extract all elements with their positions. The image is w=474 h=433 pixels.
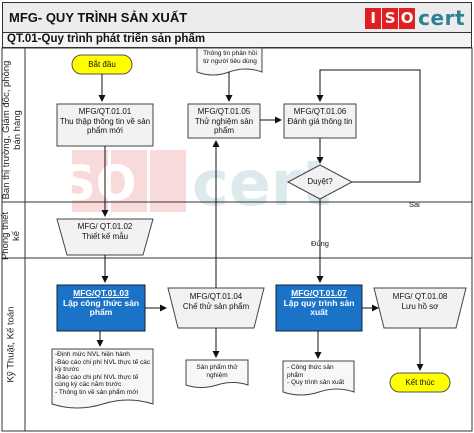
start-label: Bắt đầu <box>88 60 116 69</box>
step-08: MFG/ QT.01.08 Lưu hồ sơ <box>392 292 448 311</box>
logo-cert: cert <box>418 6 465 30</box>
decision-label: Duyệt? <box>307 177 333 186</box>
logo-iso: I S O <box>365 7 416 29</box>
step-01-box <box>56 103 154 147</box>
doc-inputs: -Định mức NVL hiện hành -Báo cáo chi phí… <box>55 351 151 396</box>
branch-yes-label: Đúng <box>311 239 329 248</box>
isocert-logo: I S O cert <box>365 6 465 30</box>
doc-inputs-shape <box>51 348 154 409</box>
lane-label-design: Phòng thiết kế <box>0 211 22 261</box>
page-title: MFG- QUY TRÌNH SẢN XUẤT <box>9 10 188 25</box>
doc-feedback: Thông tin phản hồi từ người tiêu dùng <box>203 50 257 65</box>
step-03: MFG/QT.01.03 Lập công thức sản phẩm <box>62 288 140 317</box>
title-bar: MFG- QUY TRÌNH SẢN XUẤT I S O cert <box>2 2 472 33</box>
doc-trial: Sản phẩm thử nghiệm <box>196 364 238 379</box>
watermark-iso: ISO <box>43 156 136 212</box>
doc-trial-shape <box>185 359 249 388</box>
lane-label-market: Ban thị trường, Giám đốc, phòng bán hàng <box>1 60 23 200</box>
doc-outputs-shape <box>282 360 355 396</box>
step-05: MFG/QT.01.05 Thử nghiệm sản phẩm <box>194 107 254 135</box>
step-02: MFG/ QT.01.02 Thiết kế mẫu <box>77 222 133 241</box>
end-label: Kết thúc <box>405 378 435 387</box>
step-04-shape <box>167 287 265 329</box>
arrow-decision-no <box>316 69 421 183</box>
step-06: MFG/QT.01.06 Đánh giá thông tin <box>287 107 353 126</box>
step-04: MFG/QT.01.04 Chế thử sản phẩm <box>182 292 250 311</box>
step-02-shape <box>56 218 154 256</box>
step-05-box <box>187 103 261 139</box>
step-08-shape <box>373 287 467 329</box>
end-terminal <box>389 372 451 393</box>
step-03-box <box>56 284 146 332</box>
step-01: MFG/QT.01.01 Thu thập thông tin về sản p… <box>59 107 151 135</box>
process-subtitle: QT.01-Quy trình phát triển sản phẩm <box>7 33 206 45</box>
watermark: ISO cert <box>43 147 331 220</box>
process-subtitle-bar: QT.01-Quy trình phát triển sản phẩm <box>2 33 472 48</box>
lane-label-tech: Kỹ Thuật, Kế toán <box>5 306 17 383</box>
doc-feedback-shape <box>196 47 263 76</box>
doc-outputs: - Công thức sản phẩm - Quy trình sản xuấ… <box>287 364 345 386</box>
step-06-box <box>283 103 357 139</box>
branch-no-label: Sai <box>409 200 420 209</box>
step-07: MFG/QT.01.07 Lập quy trình sản xuất <box>283 288 355 317</box>
